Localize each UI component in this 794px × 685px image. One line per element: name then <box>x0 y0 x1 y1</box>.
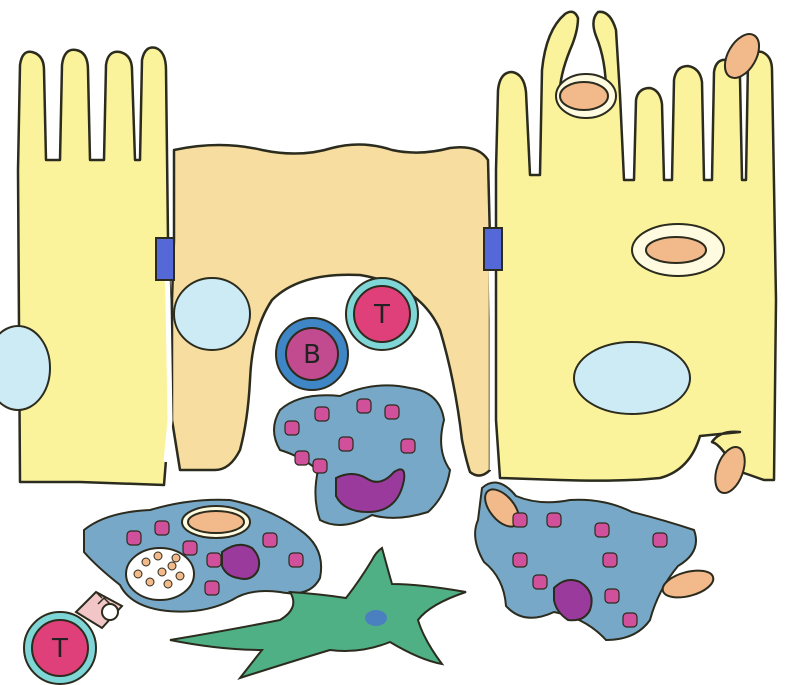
granule <box>313 459 327 473</box>
granule <box>547 513 561 527</box>
right-tight-junction <box>484 228 502 270</box>
granule <box>533 575 547 589</box>
granule <box>263 533 277 547</box>
fibroblast-nucleus <box>365 610 387 626</box>
granule <box>155 521 169 535</box>
t-cell-bottom-label: T <box>51 634 68 664</box>
granule <box>401 439 415 453</box>
granule <box>205 581 219 595</box>
left-macrophage-engulfed-bacterium <box>188 511 244 533</box>
granule <box>513 513 527 527</box>
phagosome-debris <box>134 570 142 578</box>
phagosome-debris <box>146 578 154 586</box>
left-tight-junction <box>156 238 174 280</box>
left-macrophage-nucleus <box>222 545 259 579</box>
granule <box>605 589 619 603</box>
granule <box>289 553 303 567</box>
granule <box>285 421 299 435</box>
granule <box>623 613 637 627</box>
apical-vesicle-bacterium <box>560 82 608 110</box>
granule <box>595 523 609 537</box>
granule <box>127 531 141 545</box>
phagosome-debris <box>168 562 176 570</box>
granule <box>183 541 197 555</box>
granule <box>603 553 617 567</box>
granule <box>513 553 527 567</box>
granule <box>653 533 667 547</box>
granule <box>357 399 371 413</box>
b-cell-label: B <box>303 340 321 370</box>
phagosome-debris <box>176 572 184 580</box>
m-cell-nucleus <box>174 278 250 350</box>
b-cell: B <box>276 318 348 390</box>
granule <box>385 405 399 419</box>
granule <box>207 553 221 567</box>
granule <box>295 451 309 465</box>
phagosome-debris <box>142 558 150 566</box>
t-cell-top: T <box>346 278 418 350</box>
right-enterocyte-nucleus <box>574 342 690 414</box>
phagosome-debris <box>164 580 172 588</box>
right-intercellular-space <box>491 256 492 470</box>
t-cell-top-label: T <box>373 300 390 330</box>
right-macrophage-nucleus <box>554 580 592 620</box>
granule <box>315 407 329 421</box>
phagosome-debris <box>158 568 166 576</box>
cytoplasmic-vesicle-bacterium <box>646 237 706 263</box>
t-cell-bottom: T <box>24 612 96 684</box>
left-enterocyte <box>18 48 170 486</box>
granule <box>339 437 353 451</box>
phagosome-debris <box>172 554 180 562</box>
phagosome-debris <box>154 552 162 560</box>
